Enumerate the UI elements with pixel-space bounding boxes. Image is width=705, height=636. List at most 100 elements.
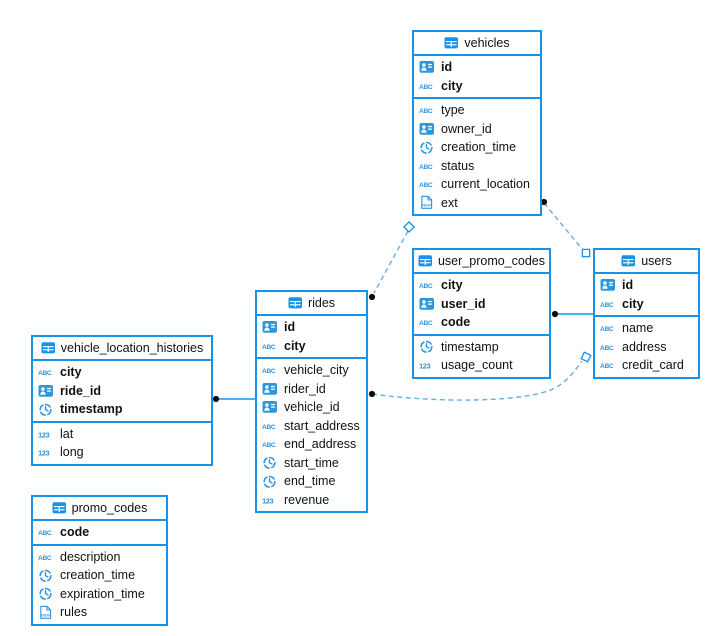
- relationship-vehicle_location_histories-rides[interactable]: [212, 395, 255, 403]
- field-name: end_address: [284, 437, 357, 452]
- relationship-vehicles-rides[interactable]: [368, 220, 416, 301]
- svg-text:JSON: JSON: [40, 612, 51, 617]
- clock-icon: [262, 474, 280, 488]
- field-row-rides-start_time[interactable]: start_time: [257, 454, 366, 473]
- table-icon: [621, 254, 636, 268]
- number-123-icon: 123: [38, 445, 56, 459]
- svg-text:ABC: ABC: [262, 344, 276, 351]
- field-name: city: [622, 296, 644, 311]
- relationship-vehicles-users[interactable]: [540, 198, 591, 258]
- text-abc-icon: ABC: [419, 103, 437, 117]
- field-row-rides-id[interactable]: id: [257, 318, 366, 337]
- field-row-vehicles-owner_id[interactable]: owner_id: [414, 120, 540, 139]
- table-header[interactable]: vehicle_location_histories: [33, 337, 211, 361]
- field-row-vehicle_location_histories-long[interactable]: 123 long: [33, 443, 211, 462]
- field-name: start_time: [284, 455, 339, 470]
- svg-text:ABC: ABC: [262, 368, 276, 375]
- table-header[interactable]: user_promo_codes: [414, 250, 549, 274]
- field-row-rides-end_time[interactable]: end_time: [257, 472, 366, 491]
- field-name: owner_id: [441, 121, 492, 136]
- field-row-promo_codes-rules[interactable]: JSON rules: [33, 603, 166, 622]
- relationship-user_promo_codes-users[interactable]: [551, 310, 593, 318]
- field-row-rides-rider_id[interactable]: rider_id: [257, 380, 366, 399]
- field-row-rides-vehicle_id[interactable]: vehicle_id: [257, 398, 366, 417]
- table-header[interactable]: promo_codes: [33, 497, 166, 521]
- text-abc-icon: ABC: [262, 437, 280, 451]
- endpoint-diamond: [402, 220, 416, 234]
- svg-text:ABC: ABC: [419, 283, 433, 290]
- clock-icon: [419, 340, 437, 354]
- svg-text:ABC: ABC: [419, 108, 433, 115]
- field-name: description: [60, 549, 121, 564]
- field-row-vehicle_location_histories-timestamp[interactable]: timestamp: [33, 400, 211, 419]
- svg-text:123: 123: [38, 430, 49, 439]
- svg-text:ABC: ABC: [38, 530, 52, 537]
- clock-icon: [38, 587, 56, 601]
- text-abc-icon: ABC: [419, 278, 437, 292]
- number-123-icon: 123: [262, 493, 280, 507]
- field-row-rides-end_address[interactable]: ABC end_address: [257, 435, 366, 454]
- table-header[interactable]: users: [595, 250, 698, 274]
- field-row-user_promo_codes-timestamp[interactable]: timestamp: [414, 338, 549, 357]
- field-name: rules: [60, 605, 88, 620]
- field-row-vehicles-id[interactable]: id: [414, 58, 540, 77]
- field-name: address: [622, 339, 667, 354]
- field-name: creation_time: [60, 568, 136, 583]
- table-title: vehicle_location_histories: [60, 341, 204, 355]
- field-row-users-id[interactable]: id: [595, 276, 698, 295]
- field-row-promo_codes-expiration_time[interactable]: expiration_time: [33, 585, 166, 604]
- field-name: id: [622, 278, 634, 293]
- text-abc-icon: ABC: [262, 363, 280, 377]
- primary-key-section: id ABC city: [595, 274, 698, 317]
- field-name: long: [60, 445, 84, 460]
- id-card-icon: [419, 60, 437, 74]
- table-header[interactable]: rides: [257, 292, 366, 316]
- field-name: user_id: [441, 296, 486, 311]
- field-row-users-city[interactable]: ABC city: [595, 295, 698, 314]
- field-row-vehicle_location_histories-ride_id[interactable]: ride_id: [33, 382, 211, 401]
- svg-text:ABC: ABC: [600, 302, 614, 309]
- field-name: city: [60, 365, 82, 380]
- text-abc-icon: ABC: [419, 177, 437, 191]
- clock-icon: [262, 456, 280, 470]
- svg-text:ABC: ABC: [262, 442, 276, 449]
- id-card-icon: [262, 400, 280, 414]
- svg-text:ABC: ABC: [419, 182, 433, 189]
- endpoint-diamond: [580, 351, 592, 363]
- field-row-users-address[interactable]: ABC address: [595, 338, 698, 357]
- relationship-rides-users[interactable]: [368, 351, 592, 401]
- table-header[interactable]: vehicles: [414, 32, 540, 56]
- field-row-vehicles-creation_time[interactable]: creation_time: [414, 138, 540, 157]
- field-row-user_promo_codes-user_id[interactable]: user_id: [414, 295, 549, 314]
- text-abc-icon: ABC: [600, 340, 618, 354]
- table-icon: [418, 254, 433, 268]
- field-row-promo_codes-creation_time[interactable]: creation_time: [33, 566, 166, 585]
